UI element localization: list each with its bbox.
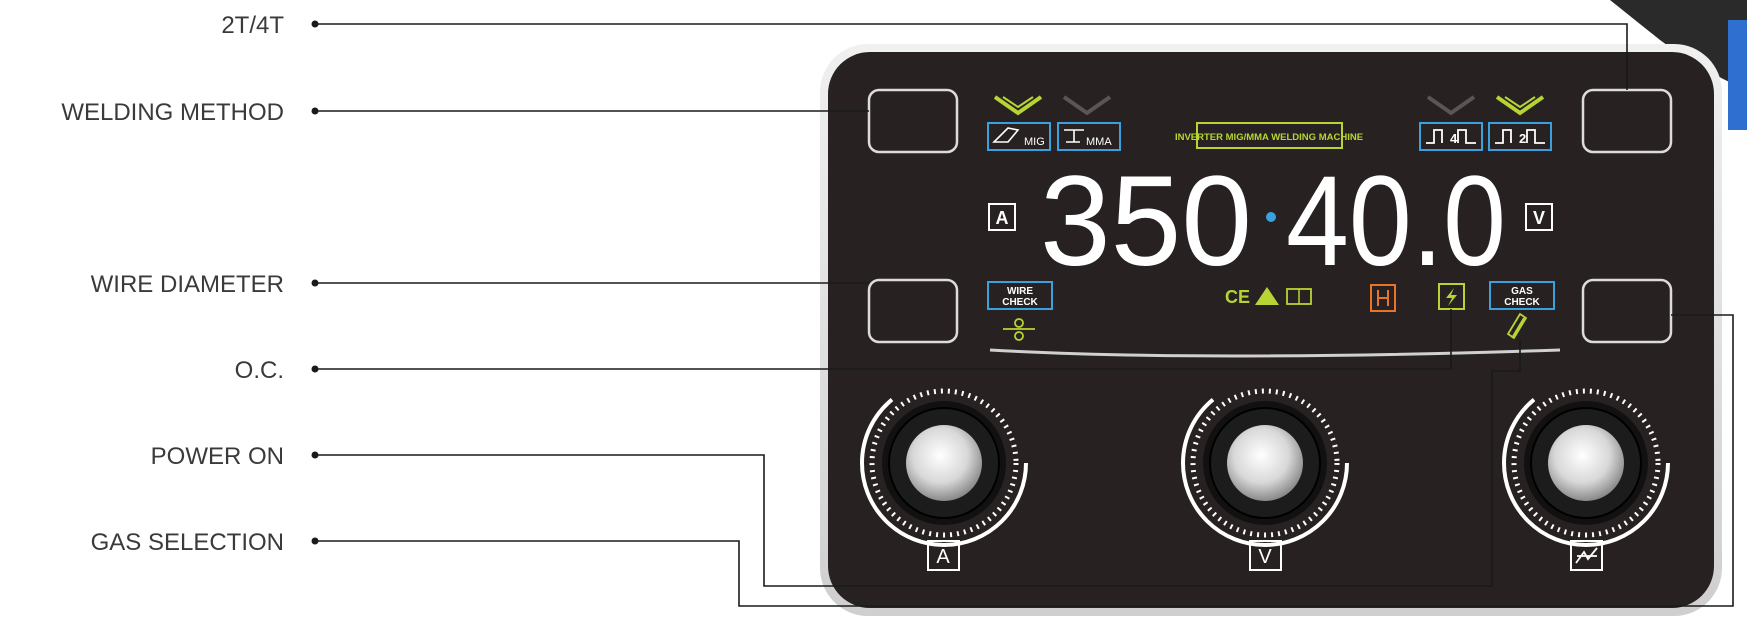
gas-check-line1: GAS — [1511, 286, 1533, 297]
wire-check-line2: CHECK — [1002, 297, 1038, 308]
wire-check-indicator — [987, 281, 1053, 310]
leader-2t4t — [315, 23, 1628, 90]
2t-chevron-inner-icon — [1504, 96, 1536, 109]
knob-v-label: V — [1258, 546, 1272, 568]
mma-electrode-icon — [1064, 129, 1084, 143]
mig-chevron-icon — [993, 95, 1043, 116]
inductance-knob[interactable] — [1502, 379, 1670, 547]
mig-indicator — [987, 122, 1051, 151]
callout-power-on: POWER ON — [151, 443, 284, 470]
ampere-unit-box — [988, 203, 1016, 231]
mma-label: MMA — [1086, 136, 1112, 148]
voltage-readout: 40.0 — [1286, 150, 1506, 293]
overheat-glyph-icon — [1377, 290, 1389, 306]
gas-check-indicator — [1489, 281, 1555, 310]
callout-oc: O.C. — [235, 357, 284, 384]
leader-dots — [311, 20, 319, 545]
oc-lightning-icon — [1446, 288, 1457, 306]
overheat-icon — [1370, 284, 1396, 312]
separator-dot — [1266, 212, 1276, 222]
4t-chevron-icon — [1426, 95, 1476, 116]
warning-icon — [1255, 287, 1279, 305]
callout-wire-diameter: WIRE DIAMETER — [91, 271, 284, 298]
callout-2t4t: 2T/4T — [221, 12, 284, 39]
2t-indicator — [1488, 122, 1552, 151]
4t-indicator — [1419, 122, 1483, 151]
ce-mark: CE — [1225, 287, 1250, 307]
ampere-unit: A — [996, 208, 1009, 228]
current-readout: 350 — [1040, 150, 1252, 293]
leader-power-on — [315, 340, 1521, 587]
voltage-knob[interactable] — [1181, 379, 1349, 547]
knob-a-box — [927, 540, 960, 571]
leader-gas-selection — [315, 314, 1734, 607]
volt-unit: V — [1533, 208, 1545, 228]
wire-check-line1: WIRE — [1007, 286, 1033, 297]
knob-inductance-box — [1570, 540, 1603, 571]
inductance-icon — [1575, 547, 1598, 564]
wire-diameter-button[interactable] — [867, 278, 959, 344]
callout-gas-selection: GAS SELECTION — [91, 529, 284, 556]
gas-check-line2: CHECK — [1504, 297, 1540, 308]
gas-cylinder-icon — [1506, 312, 1528, 340]
4t-label: 4 — [1450, 131, 1458, 146]
mig-label: MIG — [1024, 136, 1045, 148]
leader-oc — [315, 309, 1452, 370]
current-knob[interactable] — [860, 379, 1028, 547]
mig-chevron-inner-icon — [1002, 96, 1034, 109]
4t-pulse-icon — [1426, 129, 1476, 144]
leader-lines — [315, 23, 1734, 607]
mma-indicator — [1057, 122, 1121, 151]
light-bar — [989, 348, 1561, 358]
knob-v-box — [1249, 540, 1282, 571]
callout-welding-method: WELDING METHOD — [61, 99, 284, 126]
volt-unit-box — [1525, 203, 1553, 231]
mig-torch-icon — [992, 127, 1020, 143]
machine-banner — [1196, 122, 1343, 149]
2t-pulse-icon — [1495, 129, 1545, 144]
banner-text: INVERTER MIG/MMA WELDING MACHINE — [1175, 132, 1363, 143]
2t-label: 2 — [1519, 131, 1526, 146]
welding-method-button[interactable] — [867, 88, 959, 154]
knob-a-label: A — [936, 546, 950, 568]
gas-selection-button[interactable] — [1581, 278, 1673, 344]
2t-chevron-icon — [1495, 95, 1545, 116]
mma-chevron-icon — [1062, 95, 1112, 116]
wire-spool-icon — [1003, 318, 1035, 341]
